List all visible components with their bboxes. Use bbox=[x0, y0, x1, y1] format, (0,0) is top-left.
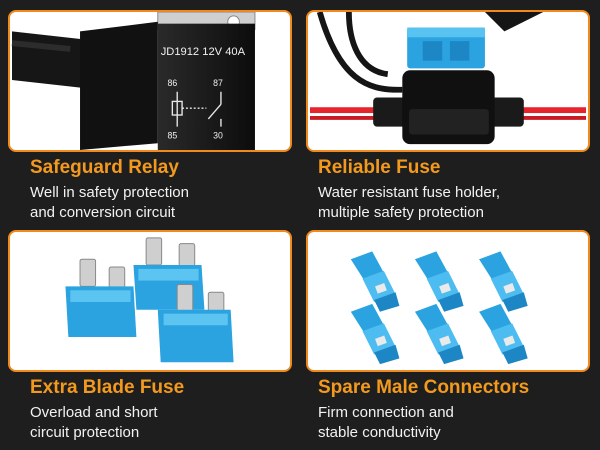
feature-relay: Safeguard Relay Well in safety protectio… bbox=[30, 157, 314, 223]
blade-fuse-back bbox=[133, 237, 205, 310]
relay-image-panel: JD1912 12V 40A 86 85 87 30 bbox=[8, 10, 292, 152]
fuse-holder-icon bbox=[310, 12, 586, 145]
male-connector-image-panel bbox=[306, 230, 590, 372]
relay-icon: JD1912 12V 40A 86 85 87 30 bbox=[11, 12, 256, 150]
feature-title: Reliable Fuse bbox=[318, 157, 441, 178]
feature-title: Spare Male Connectors bbox=[318, 377, 530, 398]
feature-title: Safeguard Relay bbox=[30, 157, 179, 178]
blade-fuse-left bbox=[65, 258, 137, 337]
pin-86-label: 86 bbox=[167, 78, 177, 88]
pin-85-label: 85 bbox=[167, 130, 177, 140]
feature-desc-line2: stable conductivity bbox=[318, 424, 441, 441]
male-connector-icon bbox=[350, 251, 528, 365]
feature-desc-line1: Firm connection and bbox=[318, 404, 454, 421]
feature-desc-line1: Water resistant fuse holder, bbox=[318, 184, 501, 201]
feature-title: Extra Blade Fuse bbox=[30, 377, 185, 398]
blade-fuse-icon bbox=[65, 237, 234, 363]
feature-desc-line2: circuit protection bbox=[30, 424, 140, 441]
blade-fuse-front bbox=[157, 283, 234, 363]
feature-connectors: Spare Male Connectors Firm connection an… bbox=[318, 377, 600, 443]
pin-87-label: 87 bbox=[213, 78, 223, 88]
feature-desc-line2: and conversion circuit bbox=[30, 204, 176, 221]
feature-desc-line1: Well in safety protection bbox=[30, 184, 189, 201]
feature-desc-line1: Overload and short bbox=[30, 404, 158, 421]
blade-fuse-image-panel bbox=[8, 230, 292, 372]
relay-model-label: JD1912 12V 40A bbox=[161, 46, 246, 58]
fuse-holder-image-panel bbox=[306, 10, 590, 152]
feature-fuse: Reliable Fuse Water resistant fuse holde… bbox=[318, 157, 600, 223]
feature-blade-fuse: Extra Blade Fuse Overload and short circ… bbox=[30, 377, 314, 443]
pin-30-label: 30 bbox=[213, 130, 223, 140]
feature-desc-line2: multiple safety protection bbox=[318, 204, 484, 221]
